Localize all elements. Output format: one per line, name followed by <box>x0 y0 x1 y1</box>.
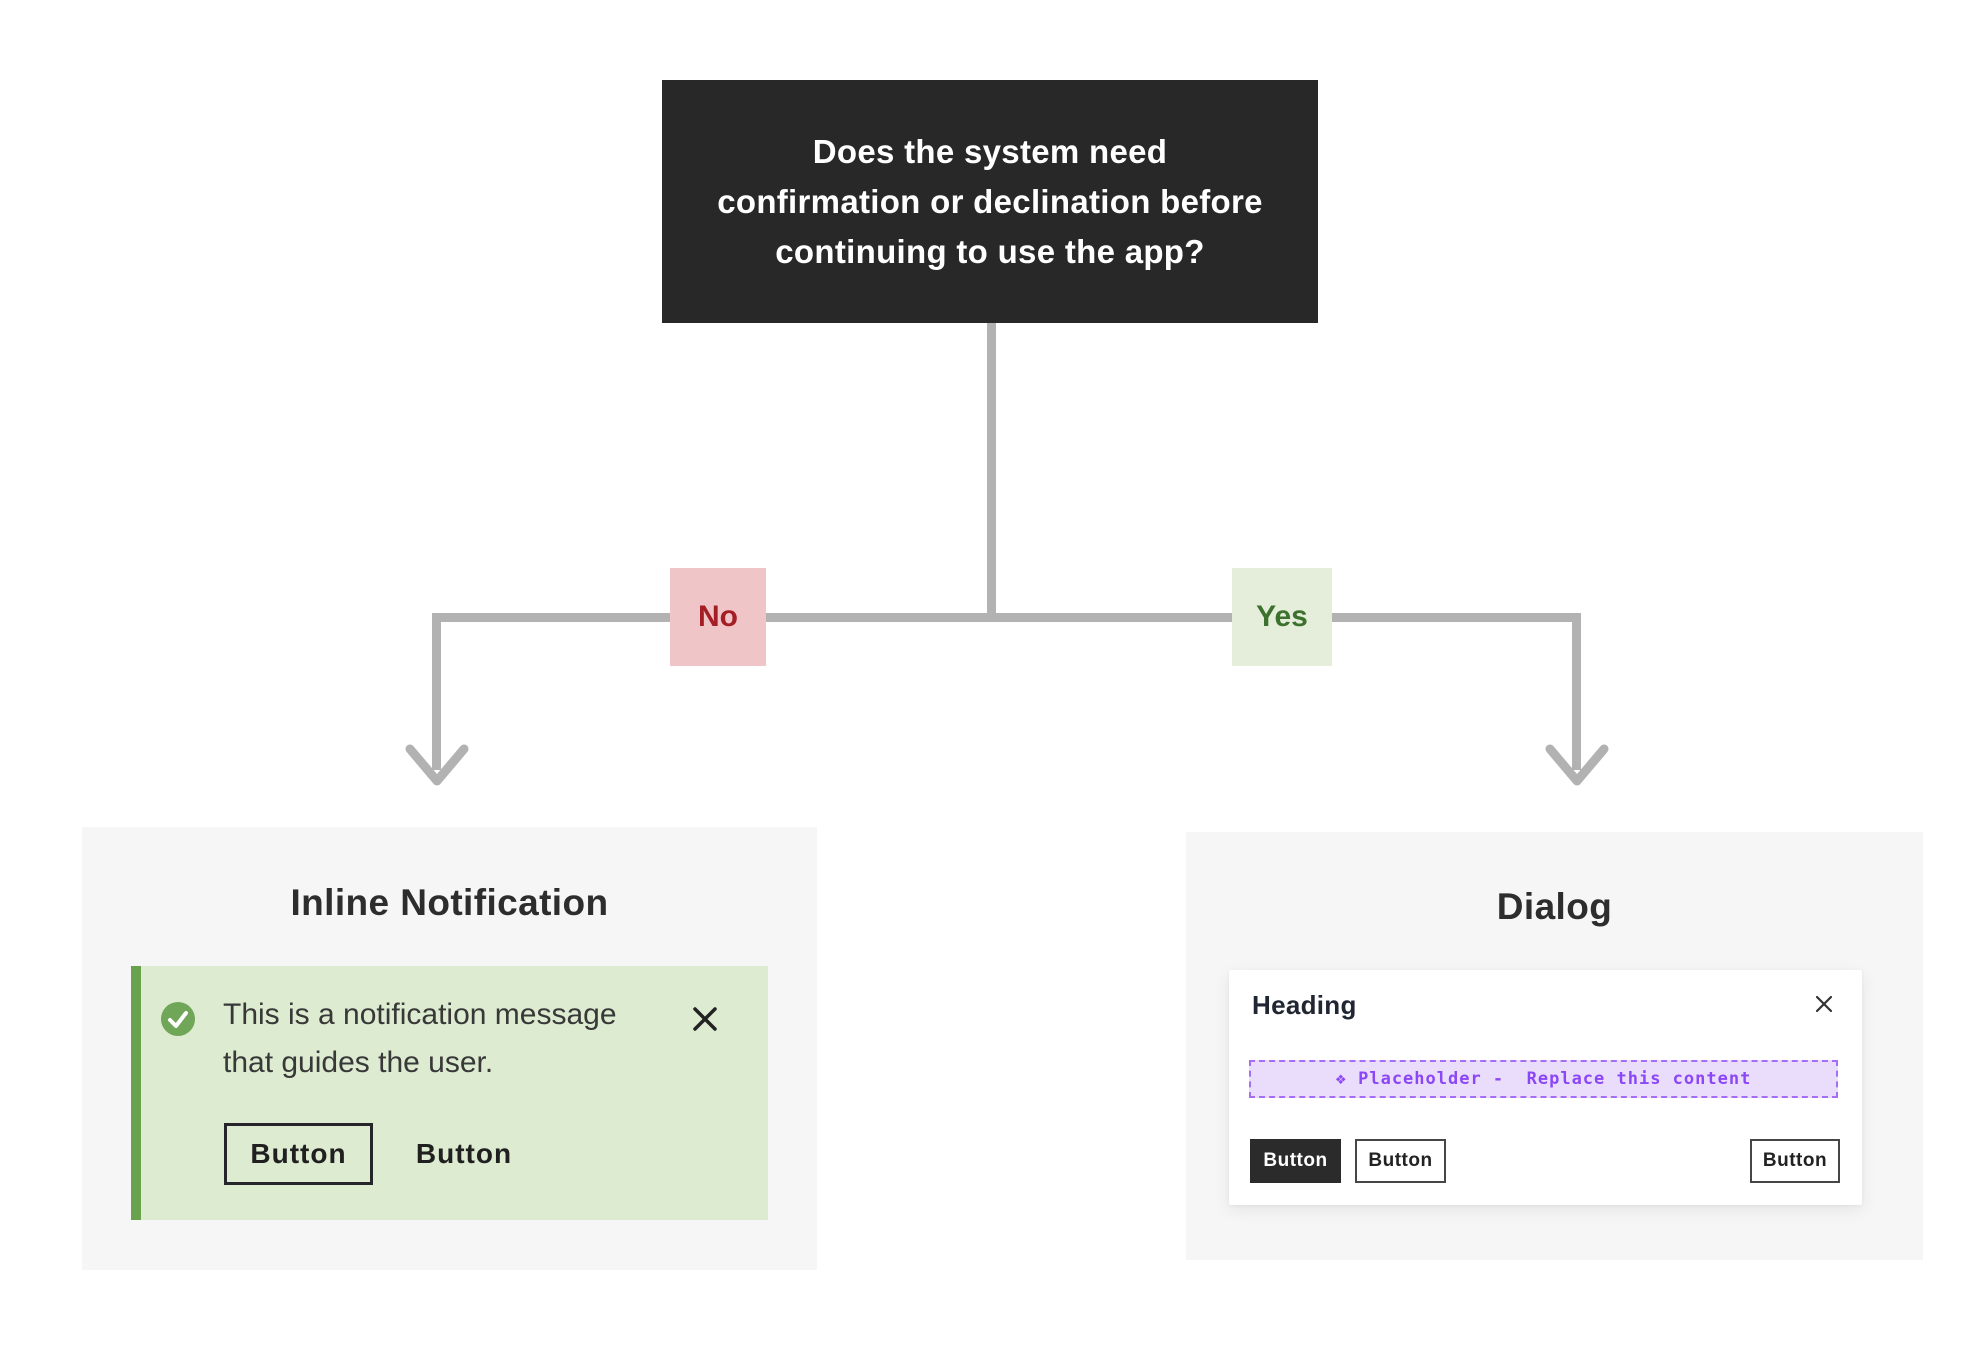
dialog-tertiary-button[interactable]: Button <box>1750 1139 1840 1183</box>
question-line: continuing to use the app? <box>775 232 1205 270</box>
branch-yes-label: Yes <box>1232 568 1332 666</box>
notification-banner: This is a notification message that guid… <box>131 966 768 1220</box>
placeholder-text: ❖ Placeholder - Replace this content <box>1335 1069 1752 1089</box>
notification-message-line: This is a notification message <box>223 998 617 1031</box>
dialog-title: Dialog <box>1496 886 1613 927</box>
notification-message-line: that guides the user. <box>223 1046 494 1079</box>
placeholder-region: ❖ Placeholder - Replace this content <box>1249 1060 1838 1098</box>
close-x-glyph <box>1815 995 1833 1013</box>
arrow-down-icon <box>405 744 469 786</box>
connector-stem <box>987 323 996 618</box>
question-line: confirmation or declination before <box>717 182 1263 220</box>
question-node: Does the system need confirmation or dec… <box>662 80 1318 323</box>
dialog-secondary-button[interactable]: Button <box>1355 1139 1446 1183</box>
inline-notification-panel: Inline Notification This is a notificati… <box>82 827 817 1270</box>
success-check-icon <box>161 1002 195 1036</box>
notification-ghost-button[interactable]: Button <box>404 1123 524 1185</box>
dialog-primary-button[interactable]: Button <box>1250 1139 1341 1183</box>
close-icon[interactable] <box>1813 993 1835 1015</box>
arrow-down-icon <box>1545 744 1609 786</box>
close-icon[interactable] <box>690 1004 720 1034</box>
dialog-panel: Dialog Heading ❖ Placeholder - Replace t… <box>1186 832 1923 1260</box>
notification-outline-button[interactable]: Button <box>224 1123 373 1185</box>
dialog-heading: Heading <box>1252 990 1357 1020</box>
question-line: Does the system need <box>812 132 1168 170</box>
connector-drop-left <box>432 613 441 770</box>
close-x-glyph <box>693 1007 717 1031</box>
branch-no-label: No <box>670 568 766 666</box>
notification-message: This is a notification message that guid… <box>223 991 663 1087</box>
inline-notification-title: Inline Notification <box>290 882 609 923</box>
connector-drop-right <box>1572 613 1581 770</box>
dialog-card: Heading ❖ Placeholder - Replace this con… <box>1229 970 1862 1205</box>
connector-horizontal <box>432 613 1581 622</box>
